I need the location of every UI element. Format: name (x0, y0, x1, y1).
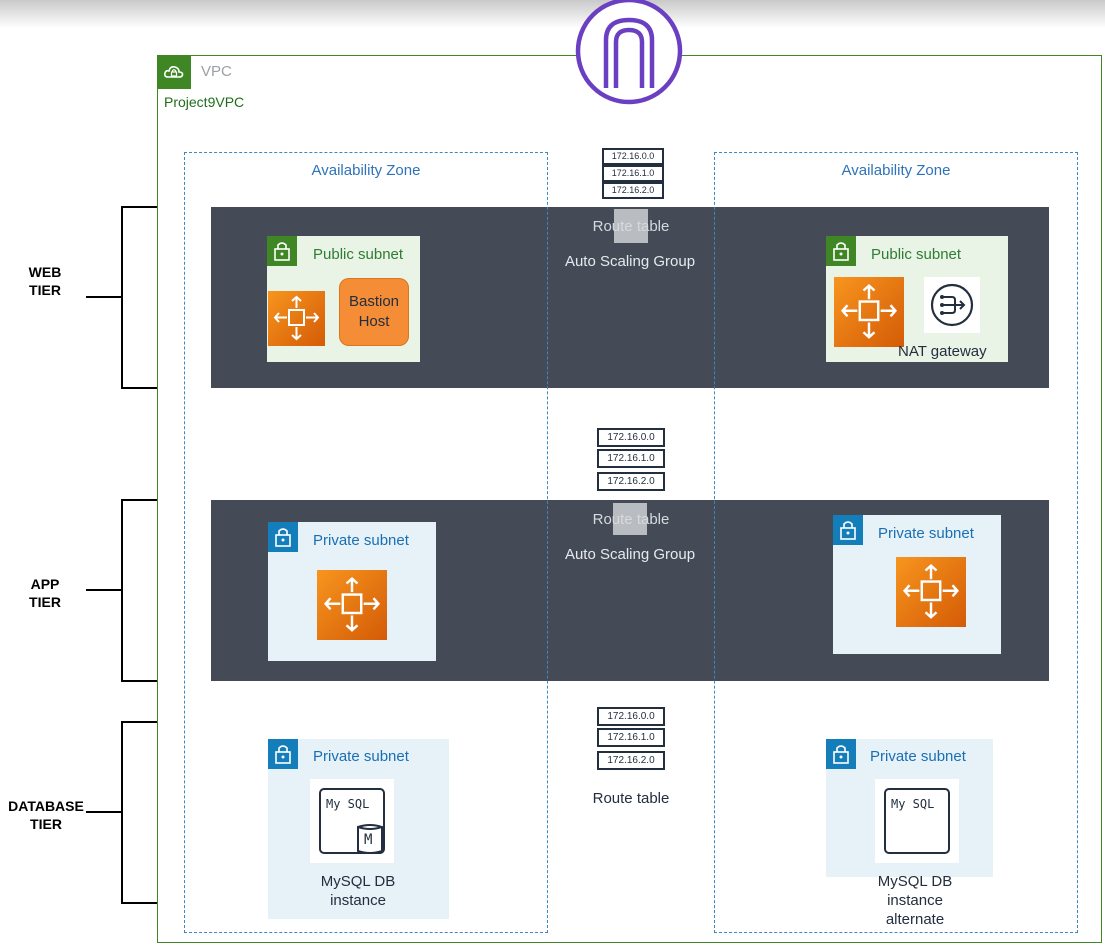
vpc-label: VPC (201, 63, 232, 80)
route-entry: 172.16.1.0 (602, 165, 664, 182)
mysql-db-icon[interactable]: My SQL (875, 779, 959, 863)
mysql-db-label-1: MySQL DB (320, 873, 396, 890)
mysql-db-alternate-label-3: alternate (885, 911, 945, 928)
lock-icon (826, 739, 856, 769)
route-entry: 172.16.1.0 (597, 449, 665, 468)
route-table-icon-web[interactable]: 172.16.0.0 172.16.1.0 172.16.2.0 (602, 148, 664, 203)
lock-icon (268, 522, 298, 552)
route-entry: 172.16.1.0 (597, 728, 665, 747)
ec2-autoscaling-icon[interactable] (896, 557, 966, 627)
bastion-host-label-1: Bastion (348, 293, 400, 310)
private-subnet-app-right-title: Private subnet (878, 525, 974, 542)
mysql-db-label-2: instance (330, 892, 386, 909)
web-tier-brace (121, 206, 157, 389)
route-table-label-app: Route table (592, 511, 670, 528)
app-tier-label-2: TIER (29, 594, 61, 610)
mysql-db-alternate-label: MySQL DB instance alternate (855, 872, 975, 929)
public-subnet-right-title: Public subnet (871, 246, 962, 263)
database-tier-label-2: TIER (30, 816, 62, 832)
mysql-db-icon[interactable]: My SQL M (310, 779, 394, 863)
mysql-db-label: MySQL DB instance (298, 872, 418, 910)
auto-scaling-group-label-app: Auto Scaling Group (564, 546, 696, 563)
ec2-autoscaling-icon[interactable] (268, 291, 325, 346)
app-tier-label: APP TIER (10, 575, 80, 611)
internet-gateway-icon[interactable] (574, 0, 686, 106)
private-subnet-db-left-title: Private subnet (313, 748, 409, 765)
database-tier-label-1: DATABASE (8, 798, 84, 814)
lock-icon (833, 515, 863, 545)
availability-zone-right (714, 152, 1078, 933)
database-tier-label: DATABASE TIER (0, 797, 92, 833)
cloud-lock-icon (157, 55, 191, 89)
mysql-icon-text: My SQL (326, 797, 370, 811)
route-table-icon-database[interactable]: 172.16.0.0 172.16.1.0 172.16.2.0 (597, 707, 665, 773)
nat-gateway-label: NAT gateway (898, 343, 987, 360)
mysql-db-alternate-label-2: instance (887, 892, 943, 909)
lock-icon (268, 739, 298, 769)
ec2-autoscaling-icon[interactable] (317, 570, 387, 640)
route-table-icon-app[interactable]: 172.16.0.0 172.16.1.0 172.16.2.0 (597, 428, 665, 494)
tier-braces (86, 206, 157, 904)
app-tier-label-1: APP (30, 576, 60, 592)
vpc-name: Project9VPC (164, 94, 245, 110)
mysql-db-alternate-label-1: MySQL DB (877, 873, 953, 890)
lock-icon (267, 236, 297, 266)
window-top-shadow (0, 0, 1105, 28)
availability-zone-left (184, 152, 548, 933)
auto-scaling-group-label-web: Auto Scaling Group (564, 253, 696, 270)
route-entry: 172.16.0.0 (597, 428, 665, 447)
public-subnet-left-title: Public subnet (313, 246, 404, 263)
bastion-host-label-2: Host (358, 313, 390, 330)
ec2-autoscaling-icon[interactable] (834, 277, 904, 347)
private-subnet-db-right-title: Private subnet (870, 748, 966, 765)
web-tier-label: WEB TIER (10, 263, 80, 299)
route-entry: 172.16.2.0 (597, 751, 665, 770)
availability-zone-left-label: Availability Zone (311, 162, 421, 179)
nat-gateway-icon[interactable] (924, 277, 980, 333)
bastion-host[interactable]: Bastion Host (339, 278, 409, 346)
route-entry: 172.16.2.0 (597, 472, 665, 491)
web-tier-label-2: TIER (29, 282, 61, 298)
app-tier-brace (121, 499, 157, 682)
mysql-icon-mark: M (364, 832, 373, 848)
route-table-connector (613, 503, 647, 535)
route-entry: 172.16.2.0 (602, 182, 664, 199)
mysql-icon-text: My SQL (891, 797, 935, 811)
private-subnet-app-left-title: Private subnet (313, 532, 409, 549)
route-table-label-web: Route table (592, 218, 670, 235)
lock-icon (826, 236, 856, 266)
route-entry: 172.16.0.0 (602, 148, 664, 165)
route-table-label-database: Route table (592, 790, 670, 807)
route-entry: 172.16.0.0 (597, 707, 665, 726)
route-table-connector (614, 209, 648, 243)
availability-zone-right-label: Availability Zone (841, 162, 951, 179)
web-tier-label-1: WEB (28, 264, 62, 280)
database-tier-brace (121, 721, 157, 904)
